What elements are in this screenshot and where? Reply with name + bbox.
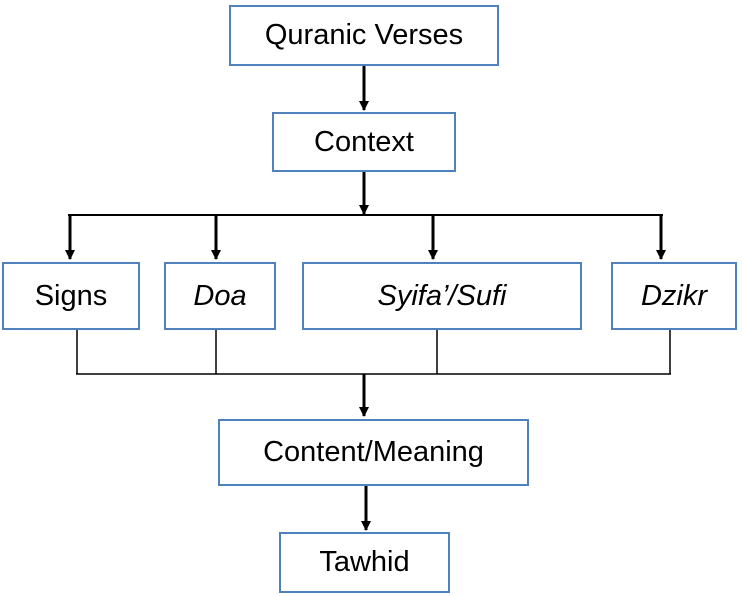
node-quranic-verses: Quranic Verses [229, 5, 499, 66]
node-doa: Doa [164, 262, 276, 330]
node-syifa-sufi: Syifa’/Sufi [302, 262, 582, 330]
node-signs: Signs [2, 262, 140, 330]
node-context: Context [272, 112, 456, 172]
node-tawhid: Tawhid [279, 532, 450, 593]
node-content-meaning: Content/Meaning [218, 419, 529, 486]
node-dzikr: Dzikr [611, 262, 737, 330]
